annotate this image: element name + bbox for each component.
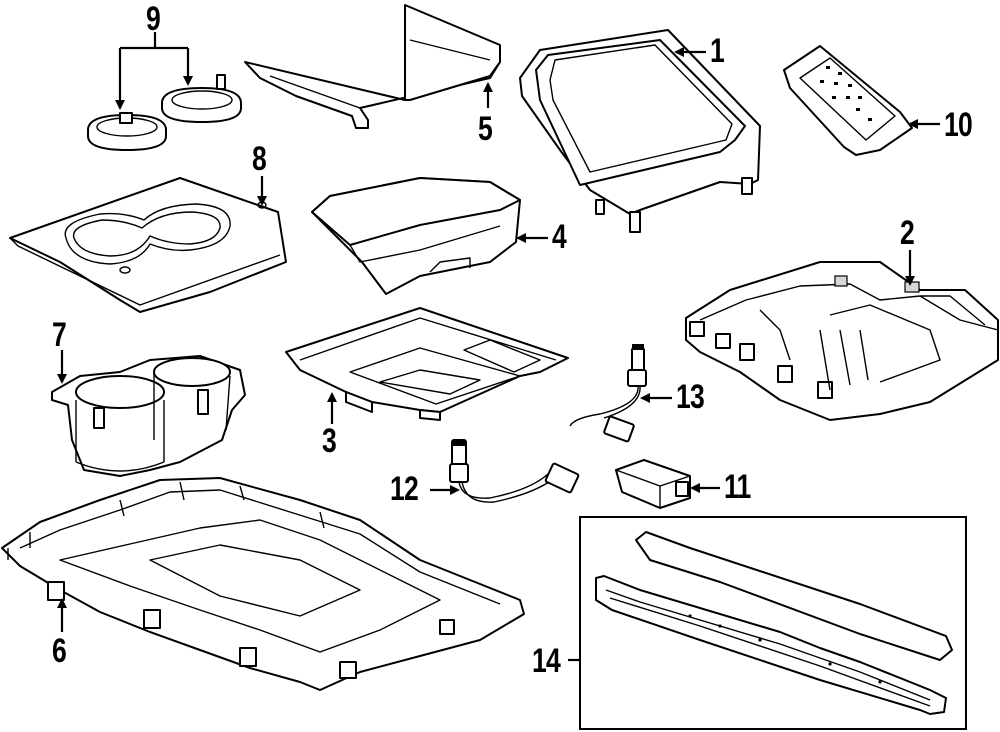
part-1-display-unit	[519, 29, 761, 233]
part-2-console-base	[685, 261, 999, 421]
part-12-cable	[449, 439, 580, 503]
callout-7: 7	[52, 316, 67, 354]
callout-13: 13	[676, 378, 705, 416]
part-14-box	[579, 516, 967, 730]
callout-10: 10	[944, 106, 973, 144]
part-14-trim-strips	[595, 531, 953, 715]
callout-6: 6	[52, 632, 67, 670]
callout-2: 2	[900, 214, 915, 252]
part-9-cupholder-inserts	[87, 74, 242, 151]
part-10-module	[783, 45, 913, 156]
callout-5: 5	[478, 110, 493, 148]
part-4-lid	[311, 177, 521, 295]
part-5-bracket	[244, 4, 501, 129]
callout-8: 8	[252, 140, 267, 178]
callout-12: 12	[390, 470, 419, 508]
part-8-top-trim	[9, 177, 287, 313]
callout-11: 11	[724, 468, 751, 506]
callout-4: 4	[552, 218, 567, 256]
callout-1: 1	[710, 32, 725, 70]
callout-3: 3	[322, 422, 337, 460]
part-9-insert-left	[87, 112, 167, 151]
part-13-cable	[569, 344, 647, 443]
part-6-frame	[1, 477, 525, 691]
callout-14: 14	[532, 642, 561, 680]
leader-lines	[57, 32, 940, 662]
part-7-cupholder-bin	[51, 355, 246, 477]
part-11-connector	[615, 459, 691, 509]
part-3-tray	[285, 307, 569, 421]
callout-9: 9	[146, 0, 161, 38]
part-9-insert-right	[161, 74, 242, 123]
